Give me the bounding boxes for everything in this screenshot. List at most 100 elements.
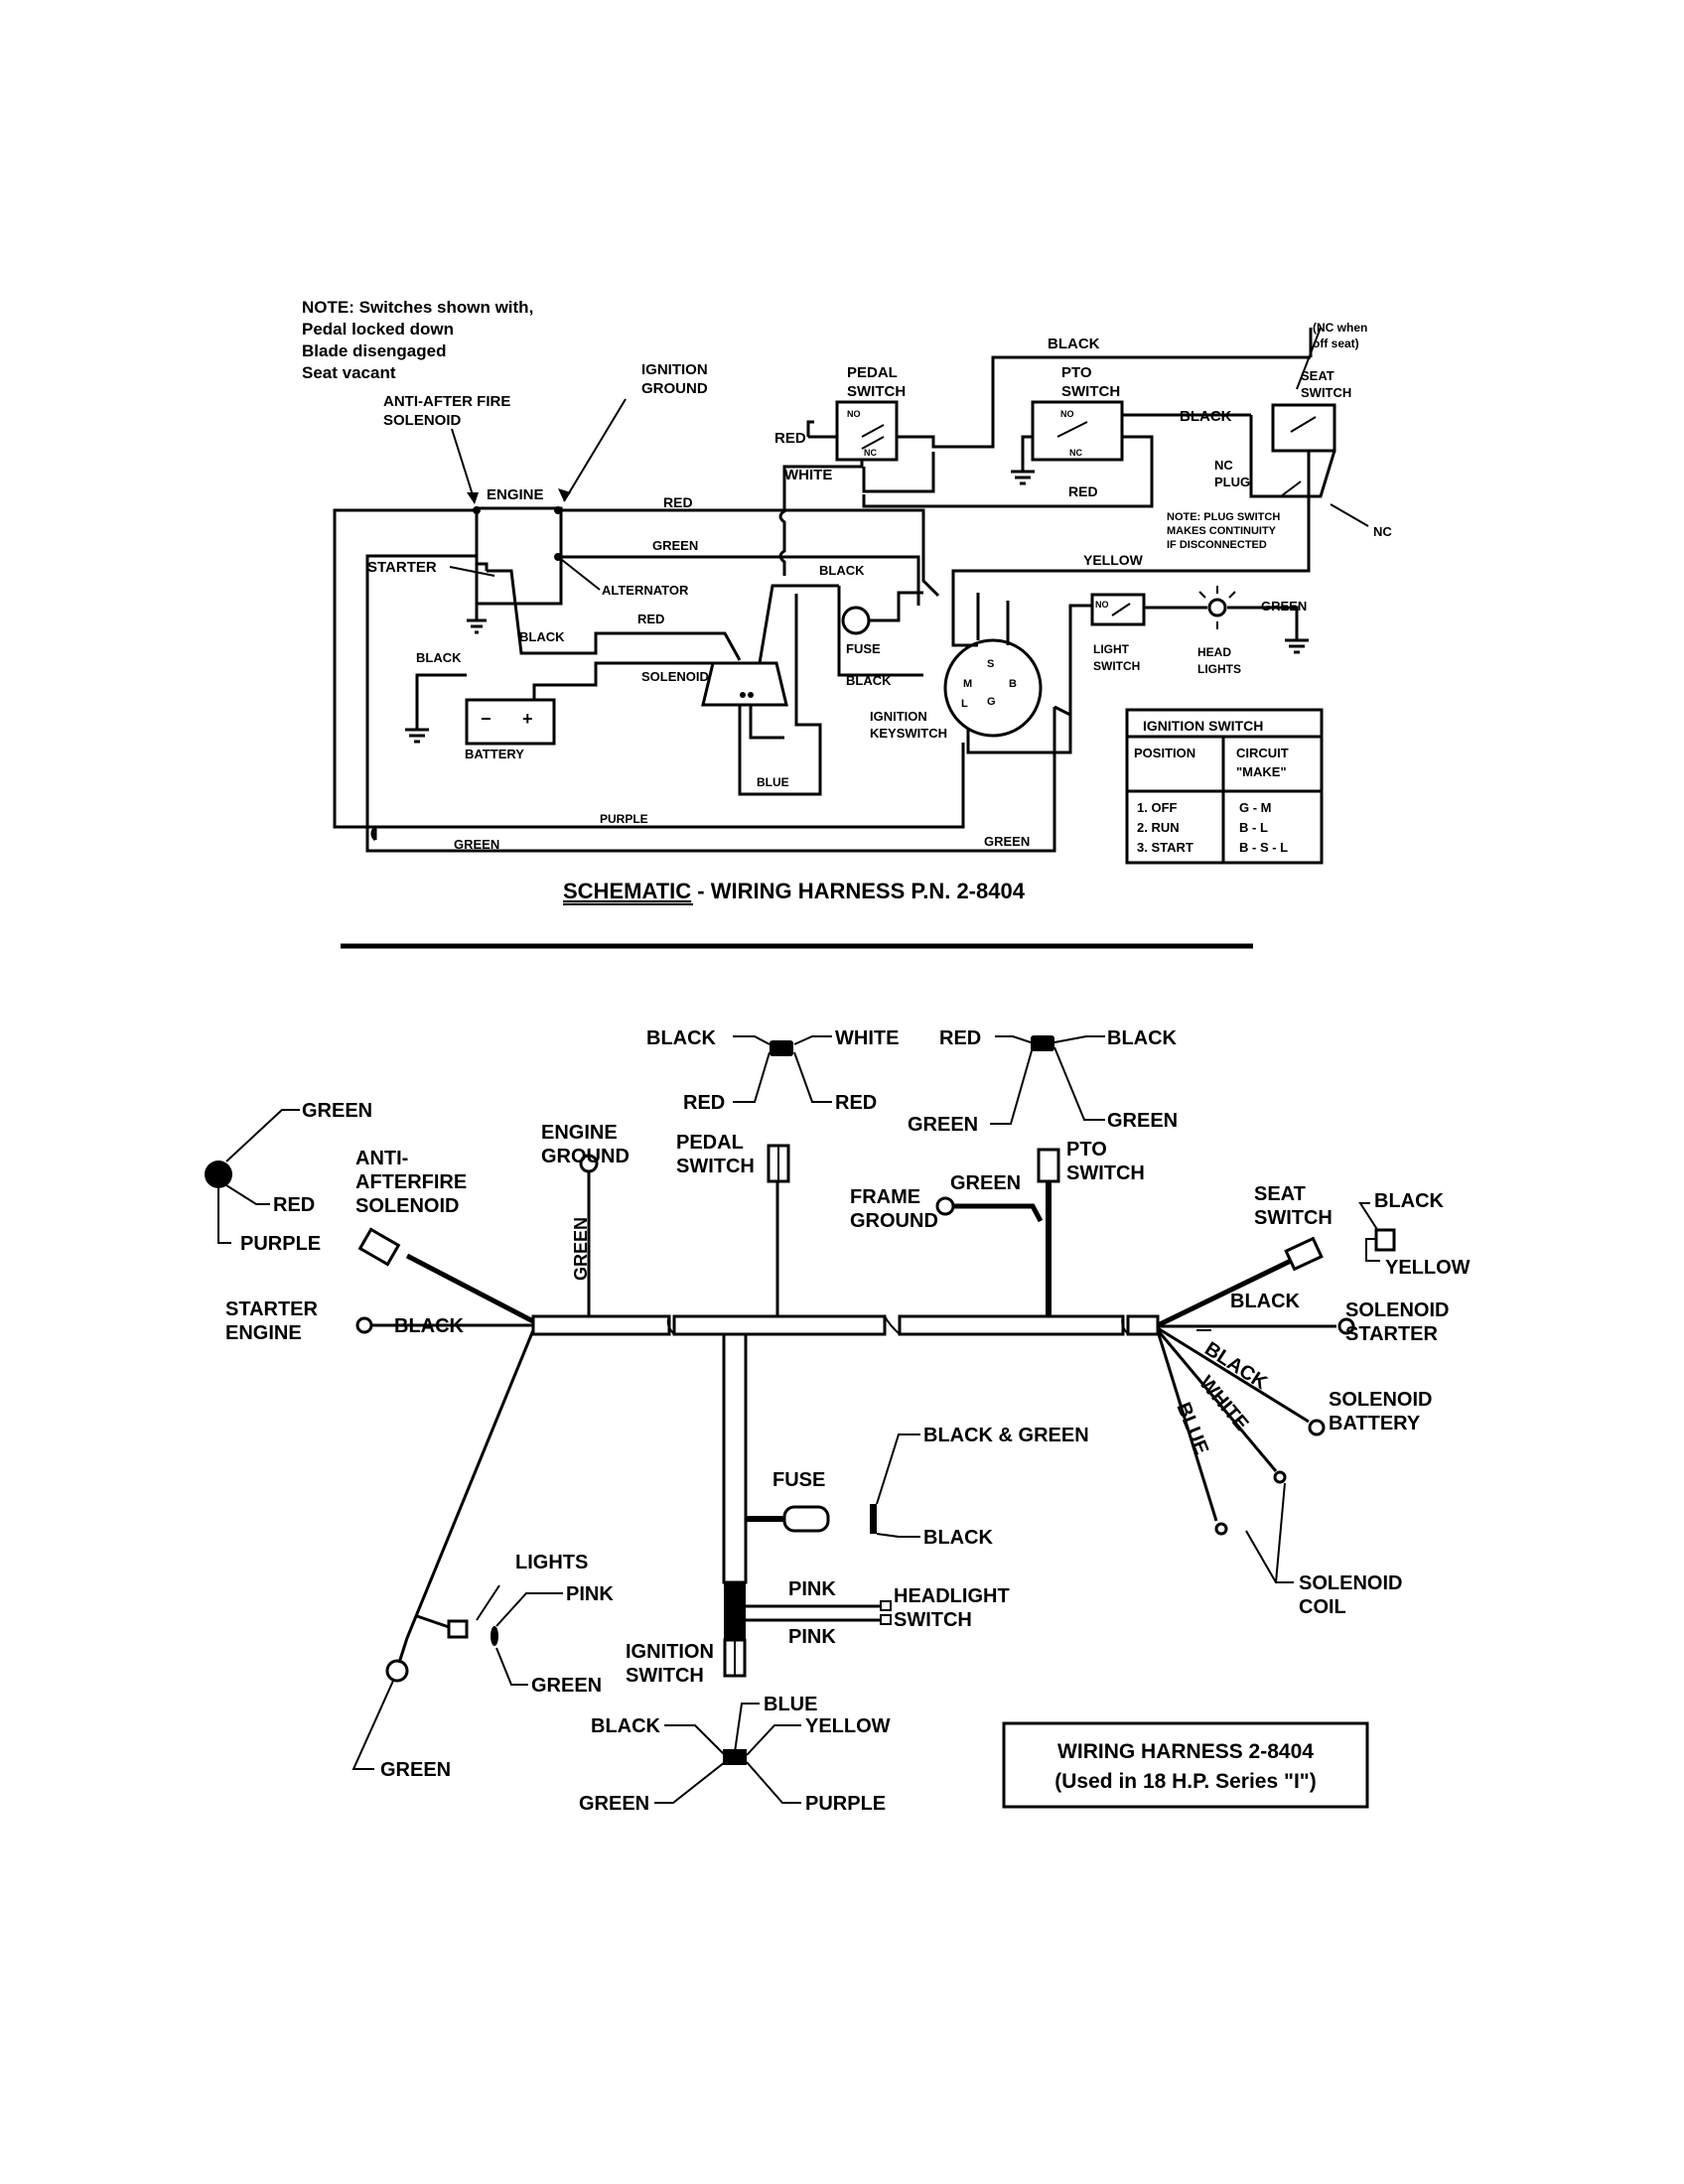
starter-engine-label-2: ENGINE — [225, 1322, 302, 1344]
keyswitch-terminal-s: S — [987, 658, 994, 670]
plug-note-3: IF DISCONNECTED — [1167, 539, 1267, 551]
harness-title-line-2: (Used in 18 H.P. Series "I") — [1054, 1770, 1316, 1793]
connector-top2-icon — [1031, 1035, 1054, 1051]
ignition-connector-black: BLACK — [591, 1715, 661, 1737]
arrow-icon — [558, 488, 571, 501]
schematic: NOTE: Switches shown with, Pedal locked … — [302, 298, 1392, 905]
wire-pedal-white — [782, 460, 864, 486]
solenoid-battery-ring-icon — [1308, 1419, 1326, 1436]
left-connector-green: GREEN — [302, 1100, 372, 1122]
starter-label: STARTER — [367, 559, 437, 576]
solenoid-terminal — [748, 692, 754, 698]
wire-blue-line — [738, 594, 822, 796]
wire-light-feed — [1068, 604, 1092, 715]
caption-schematic: SCHEMATIC — [563, 879, 691, 903]
frame-ground-ring-icon — [935, 1196, 955, 1216]
wire-solenoid-black — [758, 584, 839, 664]
starter-pointer — [449, 566, 495, 577]
ignition-switch-label-1: IGNITION — [626, 1641, 714, 1663]
nc-when-off-seat-label: (NC when — [1313, 321, 1367, 335]
headlight-icon — [1207, 598, 1227, 617]
connector-top2-green-2: GREEN — [1107, 1110, 1178, 1132]
connector-top1-black: BLACK — [646, 1027, 717, 1049]
lights-green: GREEN — [531, 1675, 602, 1697]
pto-switch-no: NO — [1060, 409, 1074, 419]
solenoid-battery-label-1: SOLENOID — [1329, 1389, 1432, 1411]
solenoid-coil-terminal-icon — [1214, 1522, 1228, 1536]
seat-switch-icon — [1271, 403, 1336, 453]
ignition-table-row-2-circuit: B - L — [1239, 820, 1268, 835]
pto-switch-label-2: SWITCH — [1061, 383, 1120, 400]
note-line-1: NOTE: Switches shown with, — [302, 298, 533, 317]
wire-solenoid-battery — [1157, 1326, 1310, 1424]
starter-tab — [477, 562, 489, 571]
anti-afterfire-label-2: AFTERFIRE — [355, 1171, 467, 1193]
harness-title-box: WIRING HARNESS 2-8404 (Used in 18 H.P. S… — [1002, 1721, 1369, 1809]
fuse-black: BLACK — [923, 1527, 994, 1549]
wire-seat-switch — [1156, 1258, 1293, 1328]
headlight-rays — [1198, 586, 1236, 629]
seat-switch-yellow: YELLOW — [1385, 1257, 1471, 1279]
solenoid-coil-terminal-icon — [1273, 1470, 1287, 1484]
solenoid-label: SOLENOID — [641, 669, 709, 684]
ignition-ground-label: IGNITION — [641, 361, 708, 378]
caption-harness-pn: - WIRING HARNESS P.N. 2-8404 — [691, 879, 1026, 903]
nc-pointer — [1330, 503, 1369, 527]
wire-green-main: GREEN — [652, 538, 698, 553]
seat-switch-connector-icon — [1374, 1228, 1396, 1252]
fuse-label: FUSE — [772, 1469, 825, 1491]
wire-black-top: BLACK — [1048, 336, 1100, 352]
pedal-switch-label-2: SWITCH — [676, 1156, 755, 1177]
frame-ground-wire-green: GREEN — [950, 1172, 1021, 1194]
left-connector-icon — [205, 1160, 232, 1188]
wire-headlight-ground — [1227, 606, 1299, 640]
connector-top2-green: GREEN — [908, 1114, 978, 1136]
schematic-caption-text: SCHEMATIC - WIRING HARNESS P.N. 2-8404 — [563, 879, 1026, 903]
ignition-table-col-circuit-2: "MAKE" — [1236, 764, 1287, 779]
left-connector-red: RED — [273, 1194, 315, 1216]
wire-yellow: YELLOW — [1083, 552, 1144, 568]
wire-fuse-out — [869, 591, 923, 622]
ignition-table-col-position: POSITION — [1134, 746, 1195, 760]
fuse-black-green: BLACK & GREEN — [923, 1425, 1089, 1446]
wire-pto-ground — [1021, 435, 1033, 472]
wire-purple-run — [375, 743, 965, 829]
solenoid-starter-label-1: SOLENOID — [1345, 1299, 1449, 1321]
harness-trunk — [531, 1314, 1160, 1640]
ignition-ground-label-2: GROUND — [641, 380, 708, 397]
solenoid-starter-ring-icon — [1337, 1317, 1355, 1335]
starter-terminal-icon — [355, 1316, 373, 1334]
solenoid-starter-label-2: STARTER — [1345, 1323, 1439, 1345]
seat-switch-label-2: SWITCH — [1301, 385, 1351, 400]
solenoid-terminal — [740, 692, 746, 698]
pto-switch-connector-icon — [1037, 1148, 1060, 1183]
note-line-3: Blade disengaged — [302, 341, 446, 360]
switch-contact — [1056, 421, 1088, 438]
wire-red-pedal: RED — [774, 430, 806, 447]
lights-label: LIGHTS — [515, 1552, 588, 1573]
wire-battery-negative — [415, 673, 467, 730]
pedal-switch-icon — [835, 400, 899, 462]
schematic-wires: − + S M B G L — [333, 327, 1369, 853]
solenoid-battery-label-2: BATTERY — [1329, 1413, 1421, 1434]
pedal-switch-label: PEDAL — [847, 364, 898, 381]
engine-ground-wire-green: GREEN — [571, 1217, 591, 1281]
ignition-connector-green: GREEN — [579, 1793, 649, 1815]
wire-green-run — [365, 594, 1056, 853]
wire-red-pto: RED — [1068, 483, 1098, 499]
harness-title-line-1: WIRING HARNESS 2-8404 — [1057, 1740, 1314, 1763]
connector-top1-icon — [770, 1040, 793, 1056]
engine-ground-label-2: GROUND — [541, 1146, 630, 1167]
pedal-switch-nc: NC — [864, 448, 877, 458]
battery-plus: + — [522, 709, 533, 729]
battery-minus: − — [481, 709, 491, 729]
ignition-table-row-2-position: 2. RUN — [1137, 820, 1180, 835]
ignition-connector-face-icon — [723, 1749, 747, 1765]
engine-block — [475, 506, 563, 606]
ignition-table-row-3-circuit: B - S - L — [1239, 840, 1288, 855]
wire-fuse-loop — [837, 586, 923, 677]
connector-top2-black: BLACK — [1107, 1027, 1178, 1049]
ignition-table-title: IGNITION SWITCH — [1143, 718, 1263, 734]
solenoid-coil-label-1: SOLENOID — [1299, 1572, 1402, 1594]
